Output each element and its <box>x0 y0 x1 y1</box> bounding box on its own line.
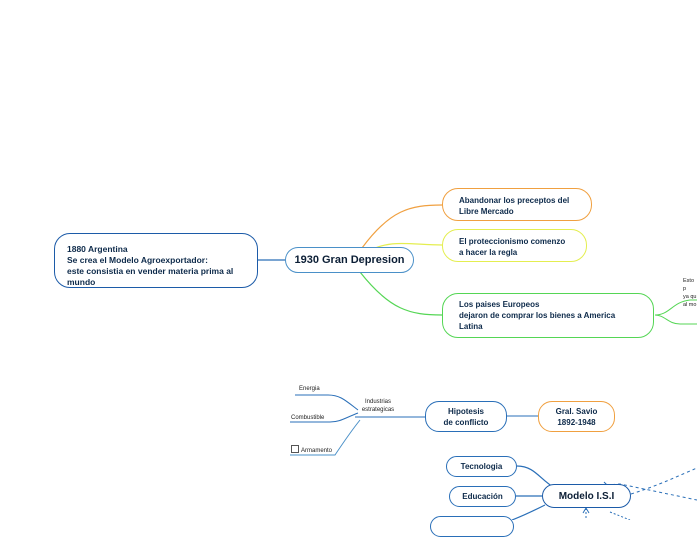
tecnologia-node[interactable]: Tecnologia <box>446 456 517 477</box>
root-note[interactable]: 1880 Argentina Se crea el Modelo Agroexp… <box>54 233 258 288</box>
link-isi-dashed-up <box>630 467 697 495</box>
side-note: Esto p ya qu al mo <box>683 278 697 308</box>
bottom-node-partial[interactable] <box>430 516 514 537</box>
educacion-node[interactable]: Educación <box>449 486 516 507</box>
link-bottom-isi <box>511 504 546 520</box>
central-topic[interactable]: 1930 Gran Depresion <box>285 247 414 273</box>
topic-libre-mercado[interactable]: Abandonar los preceptos del Libre Mercad… <box>442 188 592 221</box>
industrias-label[interactable]: Industrias estrategicas <box>361 399 395 413</box>
savio-node[interactable]: Gral. Savio 1892-1948 <box>538 401 615 432</box>
link-central-topic-3 <box>359 271 443 316</box>
isi-node[interactable]: Modelo I.S.I <box>542 484 631 508</box>
topic-proteccionismo[interactable]: El proteccionismo comenzo a hacer la reg… <box>442 229 587 262</box>
link-central-topic-1 <box>361 204 443 249</box>
topic-paises-europeos[interactable]: Los paises Europeos dejaron de comprar l… <box>442 293 654 338</box>
armamento-label[interactable]: Armamento <box>291 445 332 455</box>
link-industrias-energia <box>295 394 359 411</box>
armamento-text: Armamento <box>301 448 333 454</box>
arrowhead-isi-up <box>582 507 590 514</box>
link-industrias-combustible <box>290 412 359 423</box>
energia-label[interactable]: Energia <box>299 386 320 392</box>
combustible-label[interactable]: Combustible <box>291 415 325 421</box>
hipotesis-node[interactable]: Hipotesis de conflicto <box>425 401 507 432</box>
link-topic3-side-b <box>654 314 697 325</box>
connection-lines <box>258 204 697 520</box>
link-central-topic-2 <box>374 242 443 249</box>
link-isi-dashed-diag <box>609 511 631 520</box>
armamento-checkbox[interactable] <box>291 445 299 453</box>
link-industrias-armamento <box>290 419 361 456</box>
link-topic3-side-a <box>654 299 697 316</box>
